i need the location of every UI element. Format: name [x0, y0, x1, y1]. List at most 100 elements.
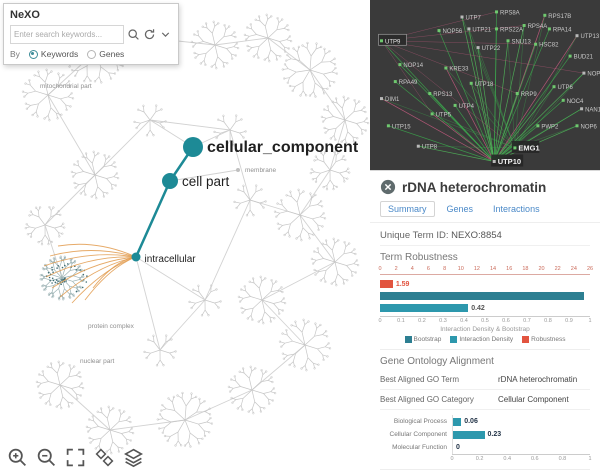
- dropdown-icon[interactable]: [159, 28, 172, 41]
- network-node[interactable]: UTP21: [467, 27, 492, 33]
- network-node-label[interactable]: UTP9: [385, 39, 401, 45]
- network-node-label[interactable]: EMG1: [518, 143, 539, 152]
- tree-term-label[interactable]: cellular_component: [207, 139, 359, 156]
- bar-interaction-density: 0.42: [380, 302, 590, 314]
- network-node[interactable]: RPA14: [547, 27, 572, 33]
- network-node[interactable]: NOP6: [575, 124, 598, 130]
- tree-term-label[interactable]: intracellular: [145, 254, 197, 265]
- tree-term-node[interactable]: cellular_component: [183, 137, 359, 157]
- network-node-label[interactable]: UTP6: [558, 85, 574, 91]
- network-node-label[interactable]: UTP4: [459, 104, 475, 110]
- tab-genes[interactable]: Genes: [446, 204, 474, 214]
- network-node[interactable]: NAN1: [580, 107, 600, 113]
- network-node-label[interactable]: UTP5: [436, 112, 452, 118]
- network-node[interactable]: RPS8A: [495, 10, 520, 16]
- network-node[interactable]: DIM1: [380, 97, 400, 103]
- network-node-label[interactable]: NOC4: [567, 99, 584, 105]
- radio-keywords[interactable]: Keywords: [28, 49, 78, 59]
- network-node-label[interactable]: RPA14: [553, 27, 572, 33]
- network-node-label[interactable]: KRE33: [449, 67, 469, 73]
- network-node-label[interactable]: BUD21: [574, 55, 594, 61]
- network-node[interactable]: SNU13: [506, 39, 532, 45]
- details-body[interactable]: Unique Term ID: NEXO:8854 Term Robustnes…: [370, 223, 600, 473]
- tree-term-label[interactable]: mitochondrial part: [40, 83, 92, 90]
- network-node-label[interactable]: NOP14: [403, 63, 423, 69]
- network-node-label[interactable]: UTP8: [422, 145, 438, 151]
- network-node-label[interactable]: RPA49: [399, 80, 418, 86]
- fit-screen-icon[interactable]: [65, 447, 86, 468]
- network-node[interactable]: EMG1: [511, 140, 540, 153]
- network-node-label[interactable]: DIM1: [385, 97, 400, 103]
- interaction-network-canvas[interactable]: UTP7 RPS8A RPS17B NOP56 UTP21 RPS22A RPS4A RPA1…: [370, 0, 600, 170]
- tree-term-label[interactable]: nuclear part: [80, 358, 115, 365]
- network-node-label[interactable]: RPS17B: [548, 14, 571, 20]
- reset-icon[interactable]: [143, 28, 156, 41]
- tree-term-node[interactable]: intracellular: [131, 252, 197, 266]
- network-node[interactable]: UTP13: [575, 34, 600, 40]
- network-node-label[interactable]: NOP6: [581, 124, 598, 130]
- layers-icon[interactable]: [123, 447, 144, 468]
- network-node[interactable]: RPS13: [428, 92, 453, 98]
- tree-term-node[interactable]: cell part: [162, 173, 230, 189]
- network-node-label[interactable]: UTP21: [472, 27, 491, 33]
- network-node-label[interactable]: NOP1: [587, 72, 600, 78]
- network-node[interactable]: NOP1: [582, 71, 600, 78]
- network-node[interactable]: RPS17B: [543, 14, 571, 20]
- search-icon[interactable]: [127, 28, 140, 41]
- interaction-network-panel[interactable]: UTP7 RPS8A RPS17B NOP56 UTP21 RPS22A RPS4A RPA1…: [370, 0, 600, 170]
- network-node[interactable]: UTP4: [453, 103, 475, 110]
- network-node-label[interactable]: NOP56: [443, 29, 463, 35]
- close-icon[interactable]: [380, 179, 396, 195]
- radio-genes[interactable]: Genes: [87, 49, 124, 59]
- network-node-label[interactable]: HSC82: [539, 43, 559, 49]
- network-node-label[interactable]: RPS22A: [500, 27, 523, 33]
- network-node[interactable]: NOP56: [437, 29, 463, 35]
- network-node[interactable]: KRE33: [444, 66, 469, 73]
- network-node-label[interactable]: SNU13: [512, 39, 532, 45]
- network-node-label[interactable]: RRP9: [521, 92, 538, 98]
- network-node[interactable]: UTP10: [491, 154, 524, 167]
- tab-summary[interactable]: Summary: [380, 201, 435, 217]
- network-node[interactable]: RRP9: [515, 92, 538, 98]
- network-node[interactable]: BUD21: [568, 54, 594, 61]
- network-node[interactable]: UTP5: [430, 112, 452, 118]
- network-node[interactable]: RPS4A: [522, 24, 548, 30]
- network-node[interactable]: HSC82: [534, 42, 559, 49]
- network-node[interactable]: PWP2: [536, 124, 559, 130]
- network-node-label[interactable]: UTP13: [581, 34, 600, 40]
- network-node-label[interactable]: RPS8A: [500, 10, 520, 16]
- network-node[interactable]: UTP15: [386, 124, 411, 130]
- network-node-label[interactable]: UTP10: [498, 157, 521, 166]
- network-node[interactable]: RPS22A: [495, 27, 523, 33]
- network-node[interactable]: UTP9: [378, 33, 407, 46]
- network-node-label[interactable]: UTP15: [392, 124, 411, 130]
- tab-interactions[interactable]: Interactions: [493, 204, 540, 214]
- network-node[interactable]: UTP7: [460, 15, 482, 22]
- network-node[interactable]: NOC4: [561, 98, 584, 105]
- network-node-label[interactable]: RPS4A: [528, 24, 548, 30]
- search-input[interactable]: [10, 25, 124, 44]
- zoom-in-icon[interactable]: [7, 447, 28, 468]
- tree-term-label[interactable]: protein complex: [88, 323, 135, 330]
- layout-icon[interactable]: [94, 447, 115, 468]
- network-node[interactable]: UTP22: [476, 46, 501, 52]
- tree-term-label[interactable]: membrane: [245, 167, 276, 174]
- network-node-label[interactable]: UTP7: [466, 16, 482, 22]
- network-node-label[interactable]: UTP18: [475, 82, 494, 88]
- network-node[interactable]: NOP14: [398, 63, 424, 69]
- network-node[interactable]: UTP8: [416, 144, 438, 151]
- tree-term-label[interactable]: cell part: [182, 174, 230, 189]
- network-node-label[interactable]: PWP2: [541, 124, 559, 130]
- network-node-label[interactable]: NAN1: [585, 107, 600, 113]
- network-node[interactable]: UTP6: [552, 85, 574, 91]
- network-node[interactable]: UTP18: [469, 81, 494, 88]
- zoom-out-icon[interactable]: [36, 447, 57, 468]
- network-node-label[interactable]: RPS13: [433, 92, 453, 98]
- network-node[interactable]: RPA49: [393, 80, 418, 86]
- network-node-label[interactable]: UTP22: [482, 46, 501, 52]
